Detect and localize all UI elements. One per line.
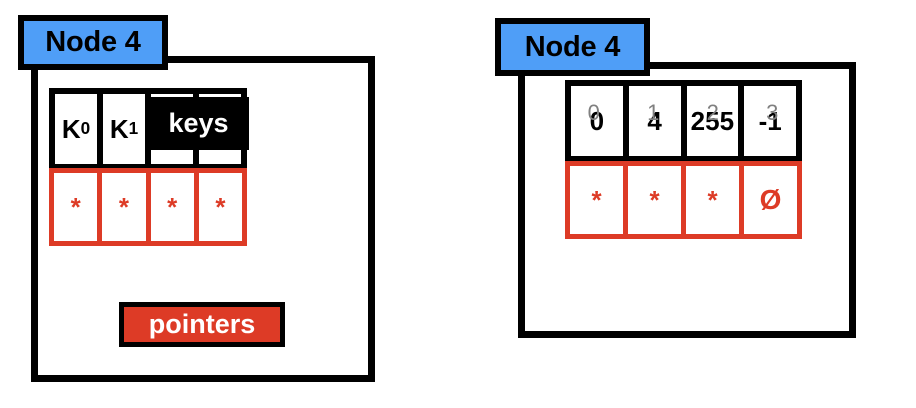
pointers-callout-label: pointers (119, 302, 285, 347)
pointer-cell: * (193, 168, 247, 246)
pointer-star-icon: * (118, 192, 129, 222)
keys-row-right: 0 4 255 -1 (565, 80, 802, 162)
index-label: 1 (647, 100, 660, 125)
index-label: 2 (706, 100, 719, 125)
pointer-cell: * (49, 168, 103, 246)
pointer-star-icon: * (215, 192, 226, 222)
pointer-cell: * (145, 168, 199, 246)
index-label: 3 (766, 100, 779, 125)
key-cell-base: K (61, 113, 81, 144)
pointer-star-icon: * (167, 192, 178, 222)
key-cell-base: K (109, 113, 129, 144)
node-title-text-left: Node 4 (45, 26, 141, 58)
pointer-cell: Ø (739, 161, 802, 239)
keys-callout-text: keys (168, 108, 229, 138)
keys-callout-label: keys (148, 97, 249, 150)
pointer-cell: * (565, 161, 628, 239)
pointer-star-icon: * (70, 192, 81, 222)
key-cell-subscript: 0 (80, 118, 91, 139)
node-title-text-right: Node 4 (524, 30, 621, 63)
key-cell: -1 (738, 80, 802, 162)
pointer-star-icon: * (707, 185, 718, 215)
pointers-row-right: * * * Ø (565, 161, 802, 239)
pointers-row-left: * * * * (49, 168, 247, 246)
node-title-tag-right: Node 4 (495, 18, 650, 76)
key-cell-subscript: 1 (128, 118, 139, 139)
pointer-cell: * (97, 168, 151, 246)
pointer-cell: * (681, 161, 744, 239)
pointers-callout-text: pointers (148, 309, 256, 339)
right-diagram-panel: Node 4 0 1 2 3 0 4 255 -1 * * * Ø (460, 0, 916, 408)
pointer-cell: * (623, 161, 686, 239)
left-diagram-panel: Node 4 K0 K1 K2 K3 * * * * keys poin (18, 15, 375, 382)
index-ruler: 0 1 2 3 (564, 98, 802, 128)
pointer-star-icon: * (591, 185, 602, 215)
index-label: 0 (587, 100, 600, 125)
null-pointer-icon: Ø (759, 184, 782, 215)
pointer-star-icon: * (649, 185, 660, 215)
node-title-tag-left: Node 4 (18, 15, 168, 70)
